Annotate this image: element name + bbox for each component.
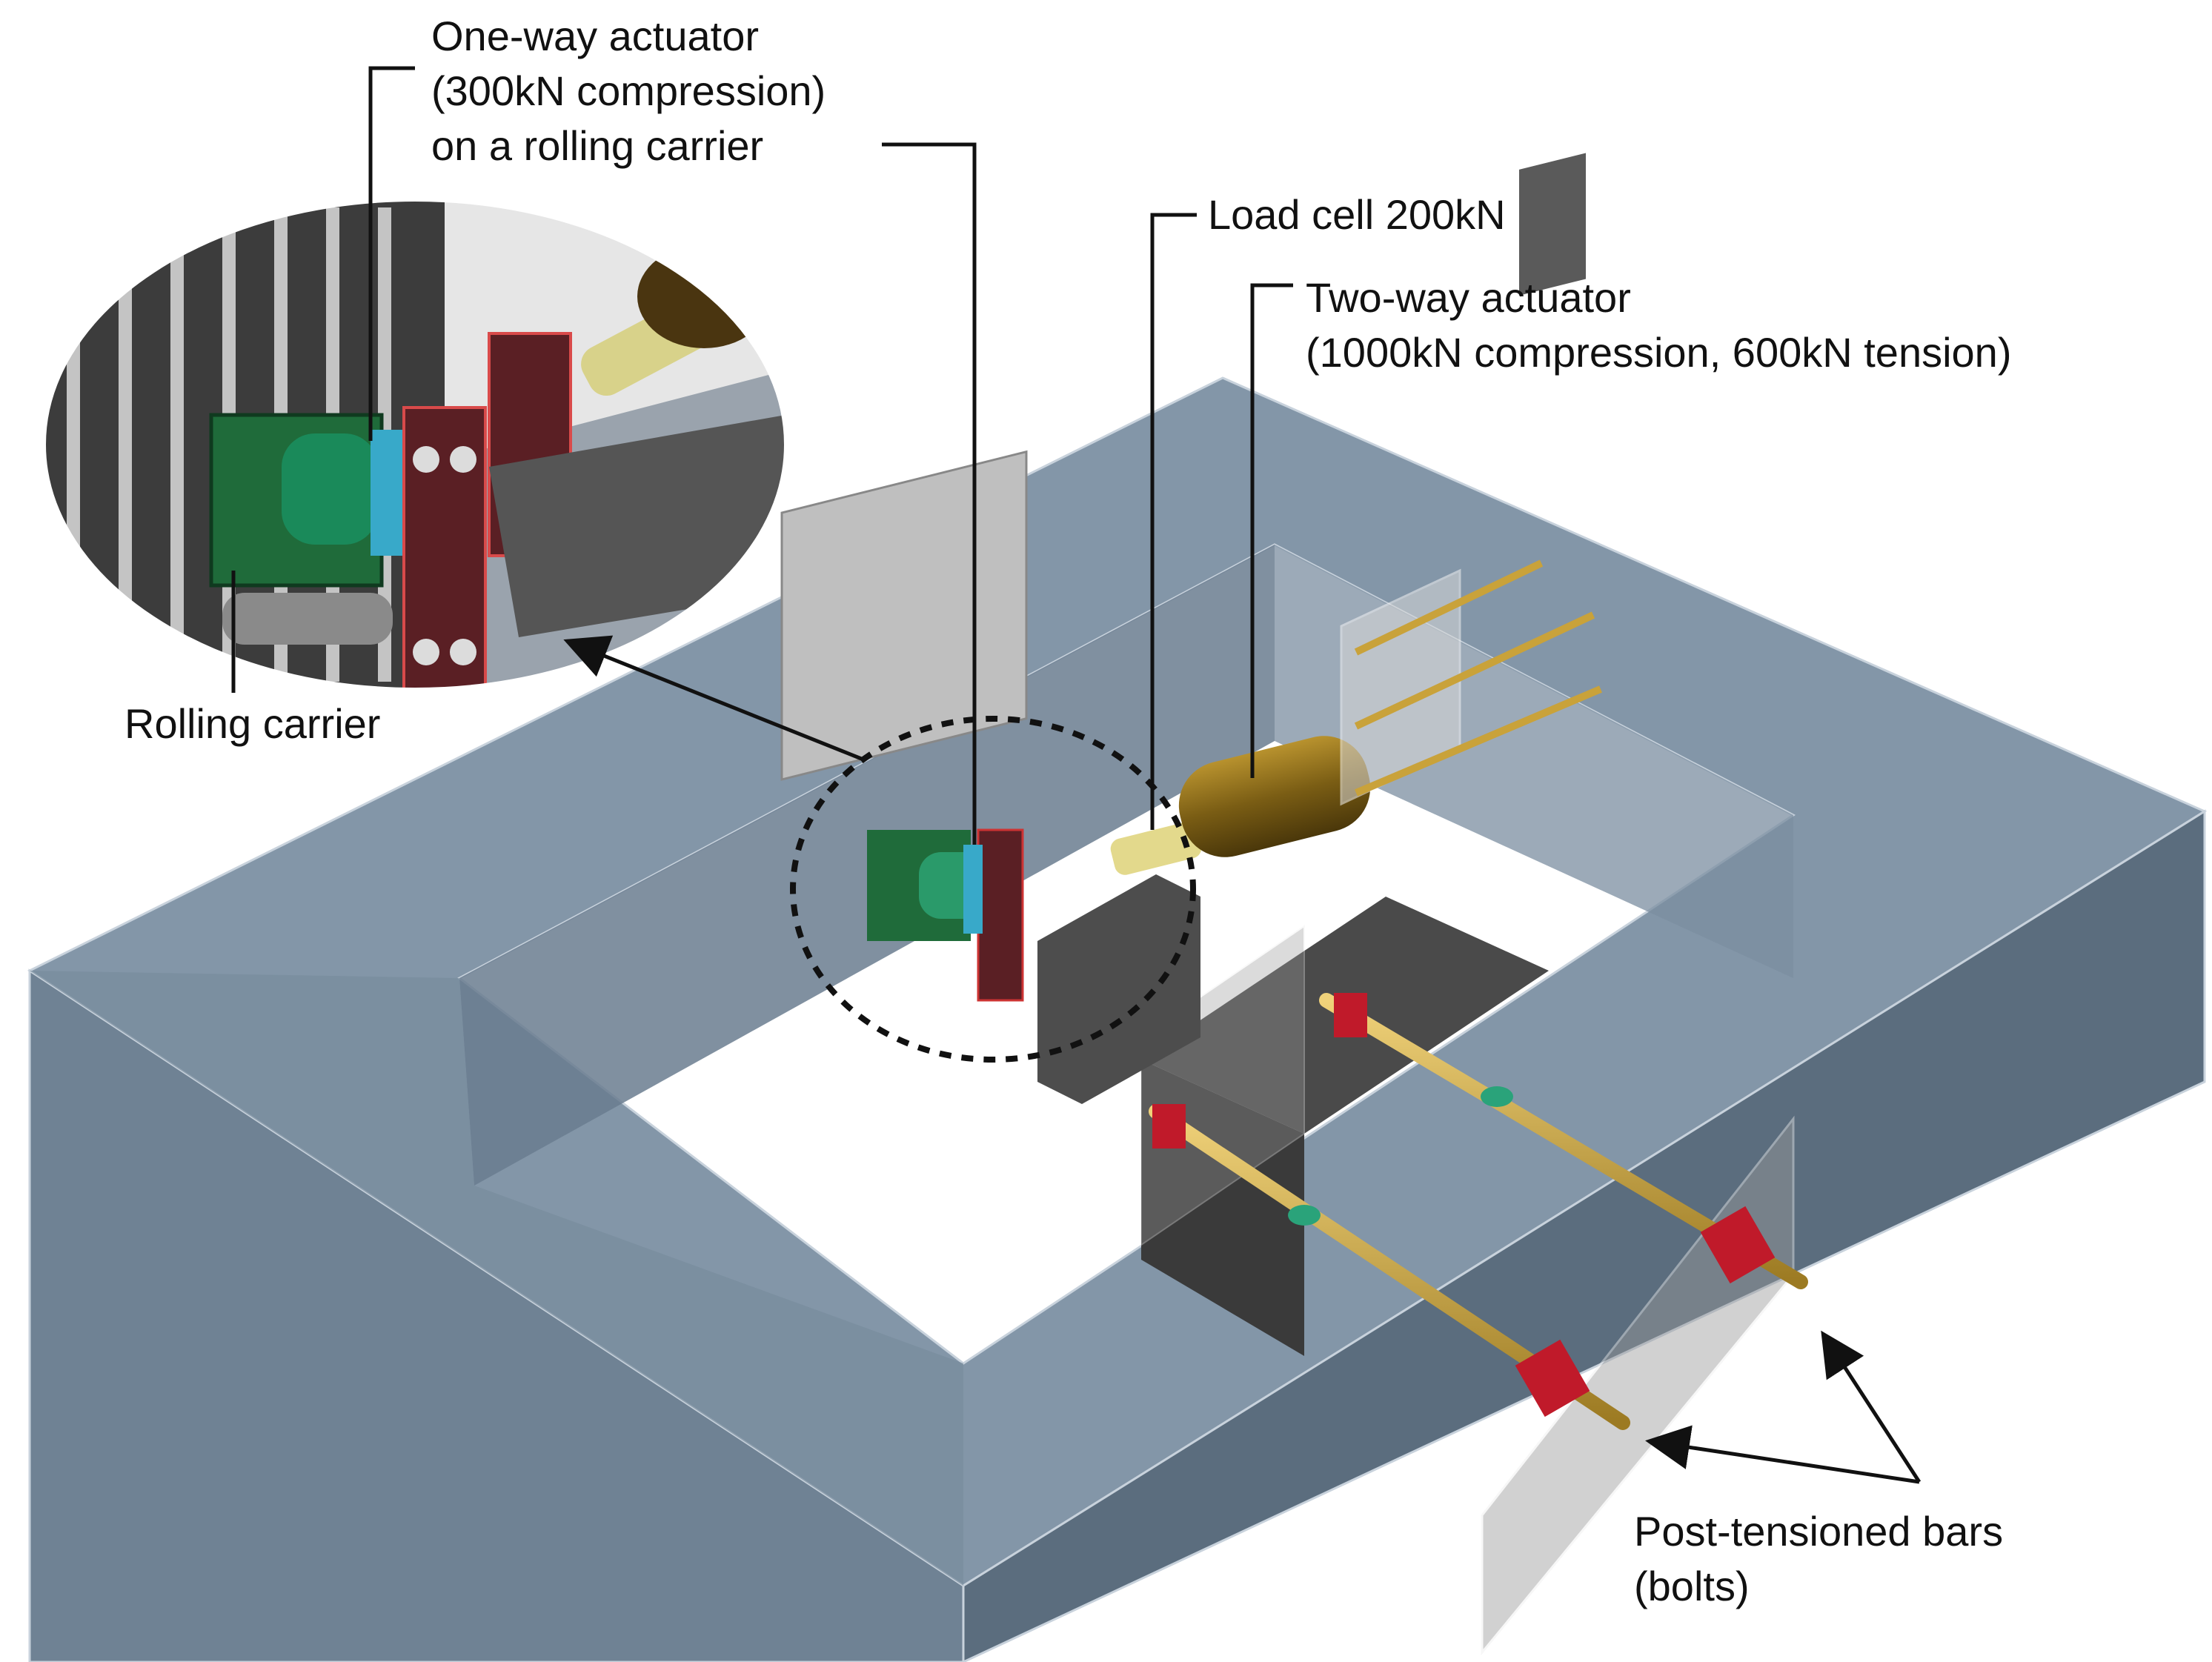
leader-one-way-inset [368,66,415,441]
arrow-bar-2 [1821,1330,1922,1483]
two-way-actuator-body [1178,736,1371,857]
label-two-way-line-2: (1000kN compression, 600kN tension) [1306,329,2012,376]
inset-cyan-plate [371,430,404,556]
load-cell-body [1110,822,1202,875]
tie-rod-1 [1354,559,1544,656]
coupler-1 [1288,1205,1321,1226]
anchor-plate-2 [1700,1206,1776,1284]
label-one-way-line-3: on a rolling carrier [431,122,764,169]
leader-two-way [1250,283,1293,778]
actuator-train [780,153,1602,1063]
frame-front-right-face [962,809,2206,1662]
arrow-callout-to-inset [563,635,864,762]
label-post-tensioned-line-1: Post-tensioned bars [1634,1508,2004,1555]
label-post-tensioned-bars: Post-tensioned bars (bolts) [1634,1504,2003,1614]
leader-load-cell [1150,213,1197,830]
inset-bolt-1 [413,446,439,473]
detail-callout-circle [790,716,1196,1063]
specimen-assembly [1037,874,1808,1656]
reaction-plate-grooved [780,450,1028,781]
inset-bolt-4 [450,639,476,665]
inset-actuator-cylinder [282,433,378,545]
label-two-way-actuator: Two-way actuator (1000kN compression, 60… [1306,270,2011,380]
cyan-spacer [963,845,983,934]
inset-roller [222,593,393,645]
label-two-way-line-1: Two-way actuator [1306,274,1631,321]
inset-bolt-2 [450,446,476,473]
rear-end-plate-dark [1519,153,1586,296]
anchor-plate-3 [1152,1104,1186,1149]
anchor-plate-1 [1515,1339,1590,1417]
frame-inner-lower-face [30,971,963,1586]
tie-rod-2 [1354,611,1595,730]
label-rolling-carrier: Rolling carrier [124,700,381,747]
actuator-end-plate [977,828,1024,1002]
leader-lines [231,66,1922,1484]
transparent-end-plate-rear [1140,925,1305,1246]
label-load-cell: Load cell 200kN [1208,191,1506,238]
label-one-way-line-1: One-way actuator [431,13,759,59]
inset-detail [43,199,787,691]
inset-loading-beam [489,415,786,637]
leader-one-way-main [882,142,977,845]
tie-rod-3 [1355,685,1602,797]
inset-bolt-3 [413,639,439,665]
arrow-bar-1 [1645,1425,1920,1484]
label-one-way-actuator: One-way actuator (300kN compression) on … [431,9,826,173]
label-post-tensioned-line-2: (bolts) [1634,1563,1750,1609]
loading-beam [1037,874,1200,1104]
coupler-2 [1481,1086,1513,1107]
inset-border [43,199,787,691]
anchor-plate-4 [1334,993,1367,1037]
label-one-way-line-2: (300kN compression) [431,67,826,114]
frame-front-left-face [28,968,965,1662]
